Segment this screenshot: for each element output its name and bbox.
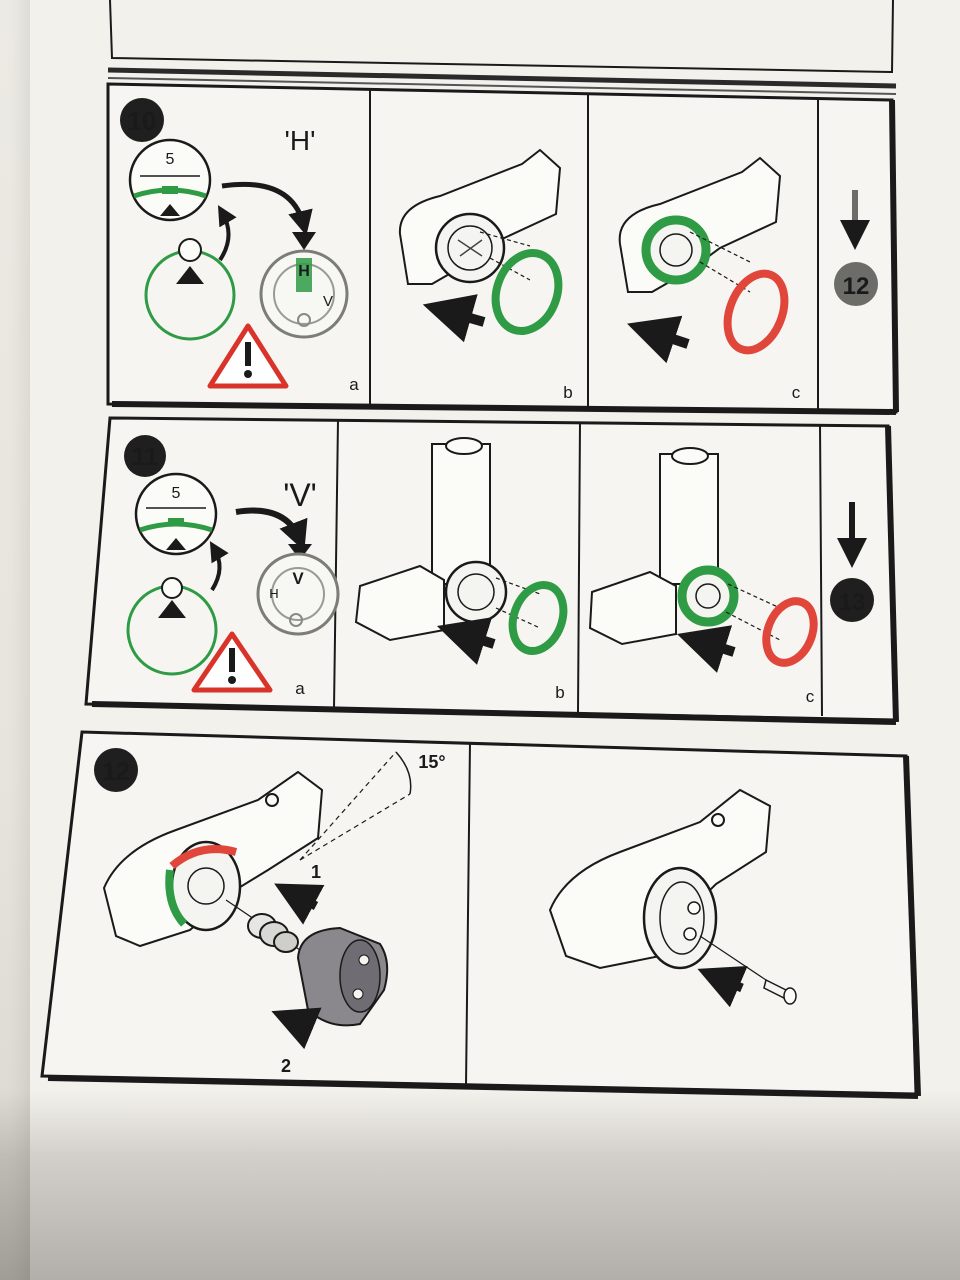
screw-part bbox=[763, 978, 797, 1005]
red-ring-11c bbox=[762, 597, 818, 667]
cartridge-dial-icon: H V bbox=[256, 544, 340, 636]
dial-setting-icon: 5 bbox=[128, 138, 212, 222]
dial-letter-h: H bbox=[269, 586, 278, 601]
spring-part bbox=[247, 913, 299, 953]
red-ring-10c bbox=[723, 269, 789, 355]
next-step-13-badge bbox=[830, 578, 874, 622]
green-ring-10b bbox=[491, 249, 563, 335]
green-ring-icon bbox=[144, 205, 237, 341]
push-arrow-icon bbox=[274, 883, 325, 925]
push-arrow-icon bbox=[271, 1007, 322, 1050]
step-11-mode-label: 'V' bbox=[283, 477, 317, 513]
cartridge-body-12-right bbox=[548, 788, 773, 985]
panel-letter-10a: a bbox=[349, 375, 359, 394]
step-10-panel: 10 5 'H' bbox=[106, 82, 899, 415]
angle-label: 15° bbox=[418, 752, 445, 772]
push-arrow-icon bbox=[422, 294, 486, 343]
order-label-1: 1 bbox=[311, 862, 321, 882]
dial-letter-v: V bbox=[292, 569, 304, 588]
order-label-2: 2 bbox=[281, 1056, 291, 1076]
panel-letter-11a: a bbox=[295, 679, 305, 698]
angle-indicator: 15° bbox=[299, 751, 446, 861]
push-arrow-icon bbox=[627, 315, 690, 364]
cartridge-body-11b bbox=[354, 437, 541, 642]
cartridge-cap-part bbox=[296, 926, 389, 1027]
dial-setting-icon: 5 bbox=[134, 472, 218, 556]
step-12-panel: 12 15° bbox=[40, 730, 921, 1099]
cartridge-dial-icon: H V bbox=[259, 232, 349, 339]
next-step-12-badge bbox=[834, 262, 878, 306]
panel-letter-10c: c bbox=[792, 383, 801, 402]
step-12-number: 12 bbox=[102, 758, 130, 786]
dial-letter-h: H bbox=[298, 263, 310, 280]
panel-letter-10b: b bbox=[563, 383, 572, 402]
push-arrow-icon bbox=[676, 625, 736, 673]
green-ring-icon bbox=[126, 541, 229, 676]
step-11-number: 11 bbox=[132, 443, 159, 471]
next-step-13-number: 13 bbox=[839, 589, 866, 616]
dial-letter-v: V bbox=[323, 293, 333, 310]
step-11-badge: 11 bbox=[124, 435, 166, 477]
step-10-number: 10 bbox=[128, 106, 157, 136]
push-arrow-icon bbox=[436, 617, 496, 665]
curved-arrow-icon bbox=[235, 507, 308, 552]
cartridge-body-10b bbox=[398, 148, 562, 285]
dial-number-11: 5 bbox=[172, 485, 181, 502]
green-ring-11b bbox=[508, 581, 568, 655]
panel-letter-11b: b bbox=[555, 683, 564, 702]
dial-number-10: 5 bbox=[166, 151, 175, 168]
step-11-panel: 11 5 'V' bbox=[84, 416, 899, 725]
next-step-12-number: 12 bbox=[843, 273, 870, 300]
curved-arrow-icon bbox=[217, 205, 237, 262]
curved-arrow-icon bbox=[221, 181, 313, 236]
step-10-badge: 10 bbox=[120, 98, 164, 142]
push-arrow-icon bbox=[697, 965, 748, 1008]
curved-arrow-icon bbox=[209, 541, 229, 592]
cartridge-body-11c bbox=[588, 447, 781, 646]
panel-letter-11c: c bbox=[806, 687, 815, 706]
top-box-remnant bbox=[107, 0, 897, 95]
warning-triangle-icon bbox=[191, 631, 273, 693]
cartridge-body-10c bbox=[618, 156, 782, 293]
step-12-badge: 12 bbox=[94, 748, 138, 792]
warning-triangle-icon bbox=[207, 323, 289, 389]
step-10-mode-label: 'H' bbox=[285, 125, 316, 156]
